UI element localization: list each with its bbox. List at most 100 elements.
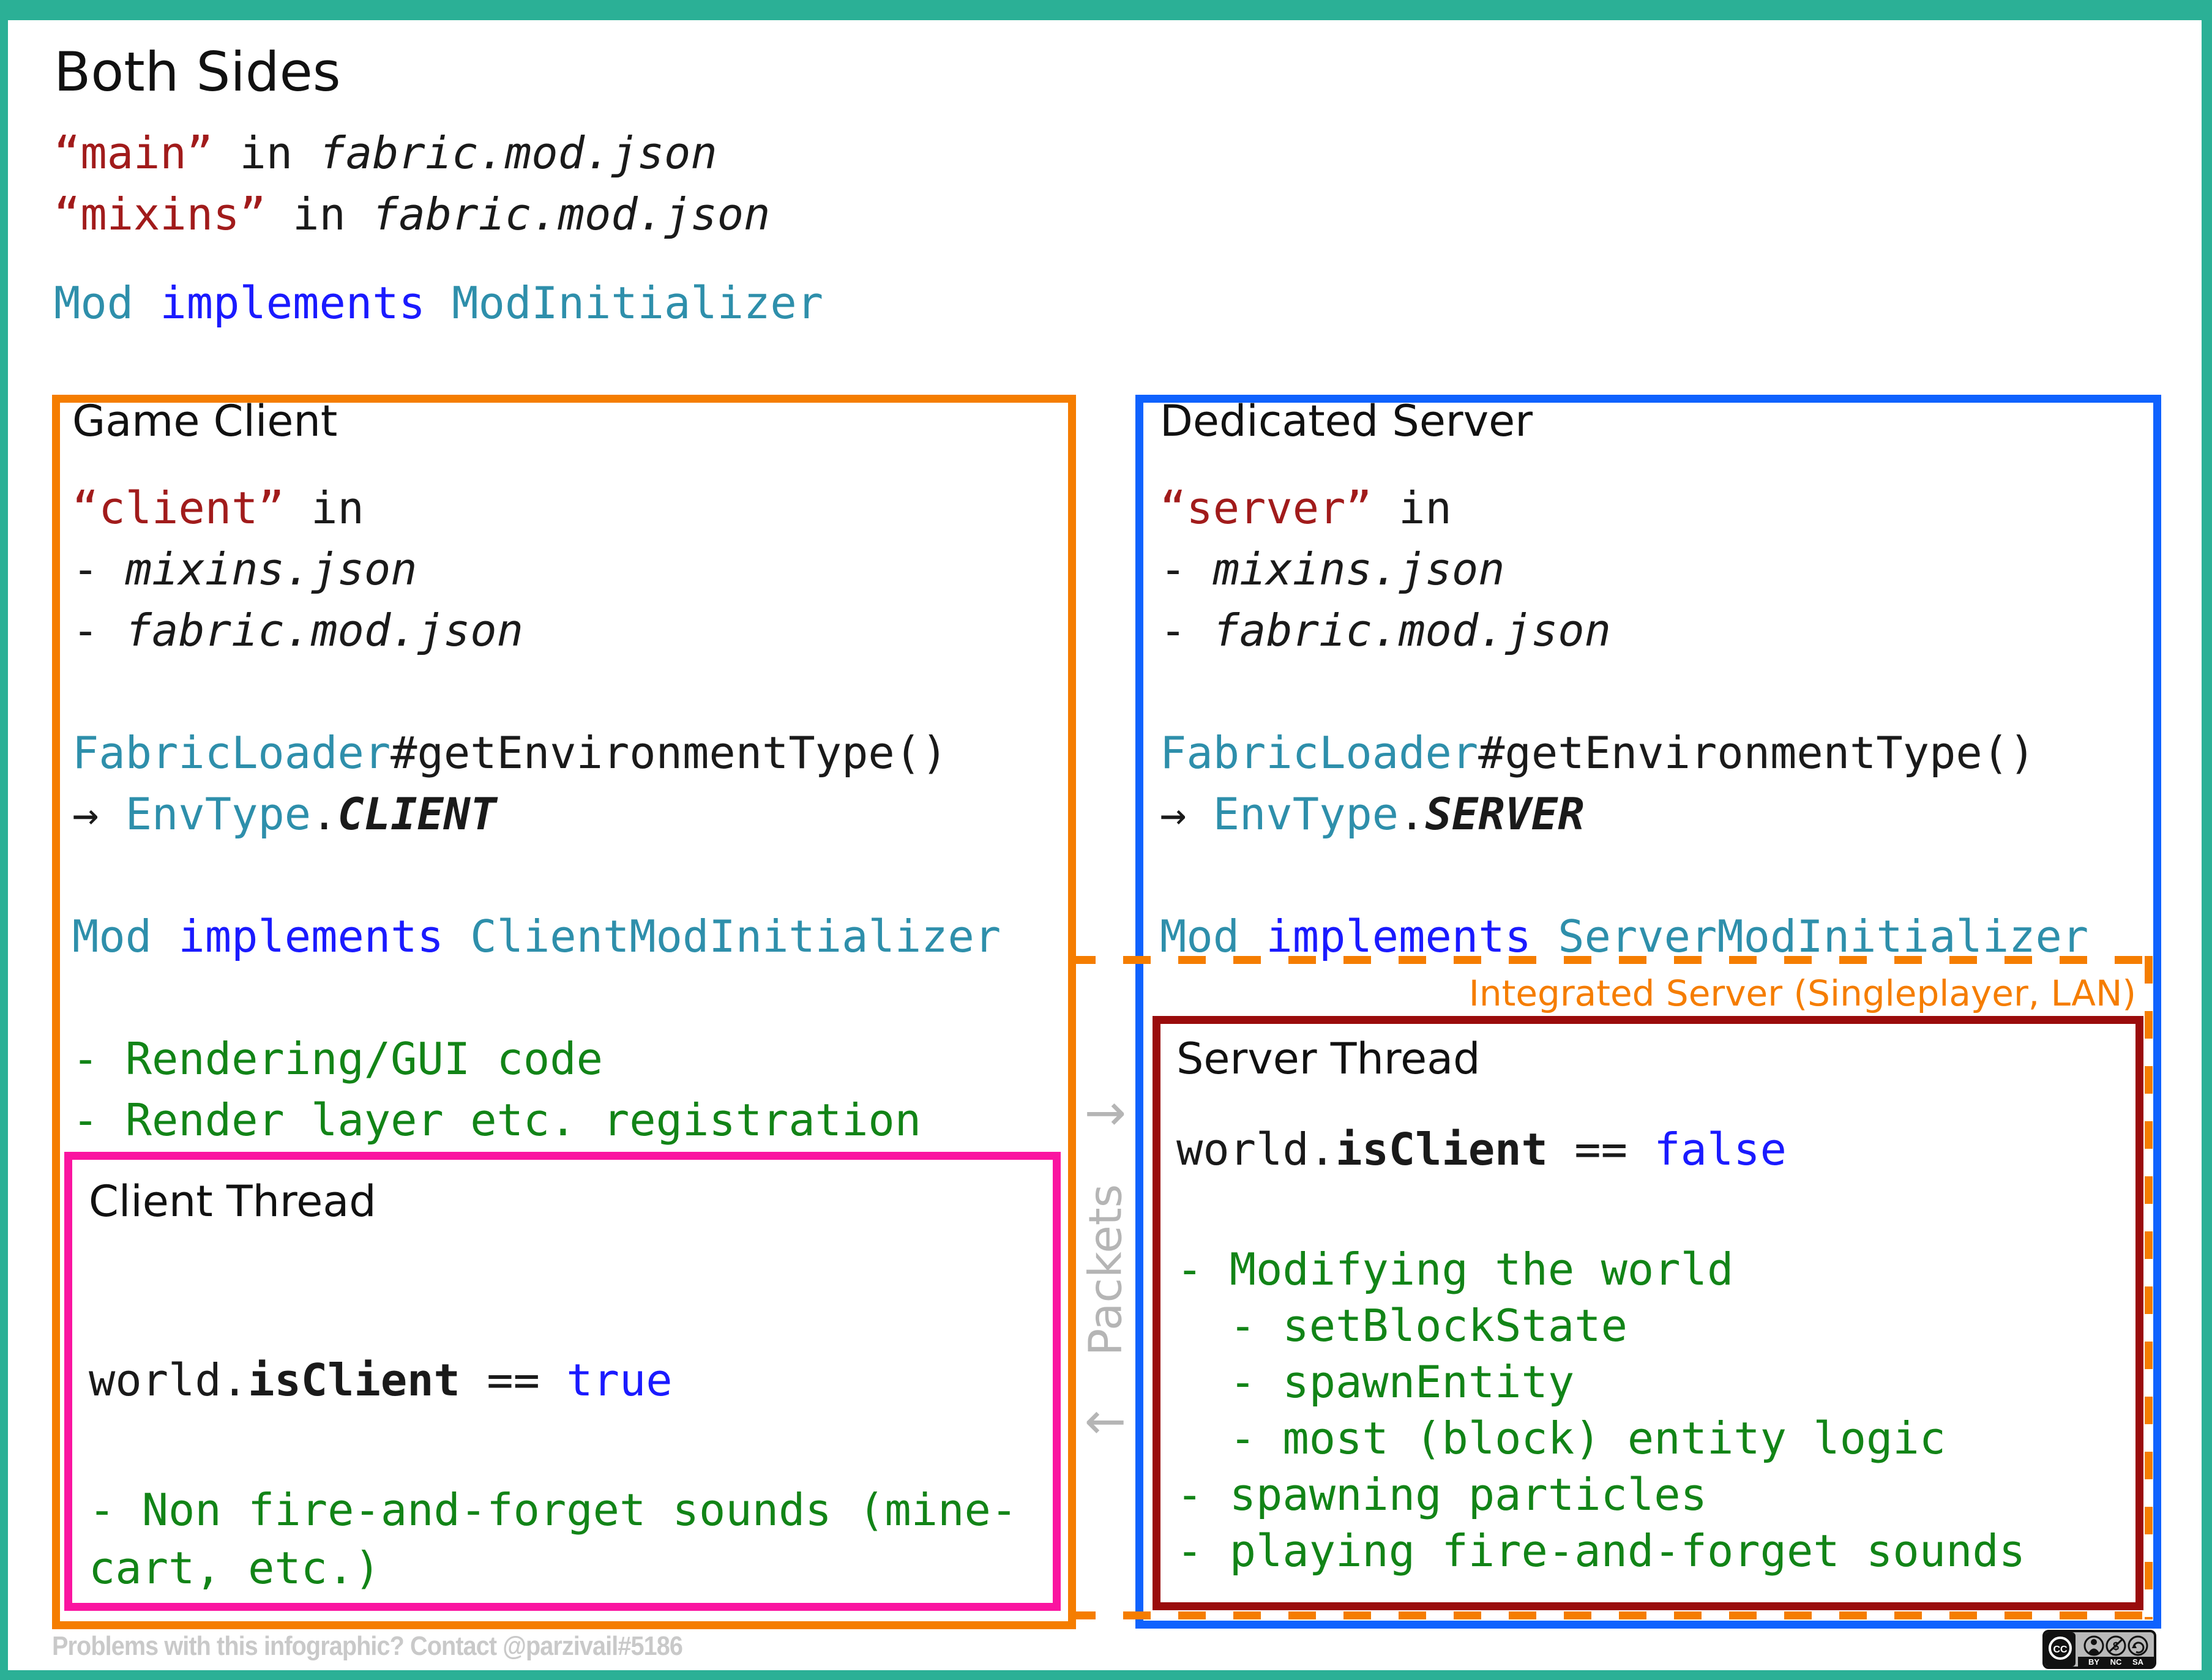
code-segment: - Non fire-and-forget sounds (mine- [89,1484,1018,1536]
code-segment: ModInitializer [452,277,824,329]
code-segment: false [1654,1124,1787,1175]
code-line: “client” in [72,477,1001,539]
code-line: “main” in fabric.mod.json [54,122,770,184]
page-title: Both Sides [54,40,341,103]
header-code: “main” in fabric.mod.json“mixins” in fab… [54,122,770,245]
code-segment: isClient [1336,1124,1548,1175]
code-segment: FabricLoader [72,727,391,778]
code-segment: fabric.mod.json [1212,605,1611,656]
footer-contact-note: Problems with this infographic? Contact … [52,1631,683,1661]
code-segment [133,277,160,329]
code-line [72,845,1001,906]
code-segment: world. [1176,1124,1336,1175]
integrated-server-label: Integrated Server (Singleplayer, LAN) [1468,973,2136,1014]
code-segment: implements [1266,911,1531,962]
server-thread-state: world.isClient == false [1176,1119,1787,1180]
by-person-icon [2083,1635,2104,1656]
code-segment: . [1399,788,1425,840]
code-segment: == [460,1354,567,1406]
code-segment: mixins.json [1212,543,1505,595]
by-label: BY [2088,1657,2099,1667]
code-segment: #getEnvironmentType() [390,727,948,778]
code-segment: #getEnvironmentType() [1478,727,2036,778]
code-segment: - most (block) entity logic [1176,1413,1946,1464]
code-segment: FabricLoader [1160,727,1479,778]
code-segment: - setBlockState [1176,1300,1627,1351]
code-line: - Rendering/GUI code [72,1028,1001,1089]
code-segment: in [266,189,373,240]
code-line: - playing fire-and-forget sounds [1176,1523,2025,1579]
code-segment: Mod [54,277,134,329]
code-line: - spawnEntity [1176,1354,2025,1410]
code-line: → EnvType.SERVER [1160,783,2088,845]
cc-license-badge-image: CC $ BY NC SA [2042,1630,2156,1669]
code-segment: world. [89,1354,248,1406]
code-line: - Non fire-and-forget sounds (mine- [89,1481,1017,1539]
code-segment: “server” [1160,482,1372,534]
code-line: - mixins.json [1160,539,2088,600]
packets-arrow-left-icon: ← [1084,1392,1127,1450]
code-segment: → [72,788,125,840]
code-segment: Mod [72,911,152,962]
code-line: FabricLoader#getEnvironmentType() [72,722,1001,783]
code-segment: - Render layer etc. registration [72,1094,922,1146]
client-thread-state: world.isClient == true [89,1350,673,1411]
code-line: - spawning particles [1176,1466,2025,1523]
dedicated-server-code: “server” in- mixins.json- fabric.mod.jso… [1160,477,2088,967]
code-segment: - [72,543,125,595]
client-thread-title: Client Thread [89,1176,376,1226]
code-line: - most (block) entity logic [1176,1410,2025,1466]
code-segment: fabric.mod.json [372,189,771,240]
code-line: Mod implements ServerModInitializer [1160,906,2088,967]
code-segment: EnvType [125,788,312,840]
integrated-server-dash-bottom [1068,1611,2153,1619]
code-line: FabricLoader#getEnvironmentType() [1160,722,2088,783]
code-segment: - playing fire-and-forget sounds [1176,1525,2026,1577]
code-line [72,967,1001,1028]
code-segment: fabric.mod.json [125,605,523,656]
integrated-server-dash-right [2145,956,2153,1619]
code-segment: implements [160,277,425,329]
code-segment: in [213,127,319,179]
code-segment: in [1372,482,1452,534]
code-segment [152,911,178,962]
code-segment: - Rendering/GUI code [72,1033,603,1085]
code-segment: CLIENT [337,788,497,840]
dedicated-server-title: Dedicated Server [1160,396,1533,446]
code-line: - fabric.mod.json [72,600,1001,661]
code-line: → EnvType.CLIENT [72,783,1001,845]
code-segment: . [311,788,338,840]
game-client-title: Game Client [72,396,338,446]
code-segment: “client” [72,482,285,534]
code-segment: == [1547,1124,1654,1175]
code-segment: in [284,482,364,534]
code-line [72,661,1001,722]
code-segment: “main” [54,127,214,179]
cc-icon-label: CC [2053,1645,2068,1655]
code-line: - mixins.json [72,539,1001,600]
header-mod-line: Mod implements ModInitializer [54,272,823,334]
code-segment: Mod [1160,911,1240,962]
integrated-server-dash-top [1068,956,2153,964]
code-segment: - [72,605,125,656]
cc-license-badge: CC $ BY NC SA [2042,1630,2156,1671]
code-segment: - Modifying the world [1176,1244,1734,1295]
server-thread-title: Server Thread [1176,1034,1481,1084]
code-segment: “mixins” [54,189,266,240]
code-segment [1239,911,1266,962]
client-thread-notes: - Non fire-and-forget sounds (mine-cart,… [89,1481,1017,1597]
code-line: “server” in [1160,477,2088,539]
code-segment: isClient [248,1354,460,1406]
server-thread-box [1153,1016,2143,1610]
game-client-code: “client” in- mixins.json- fabric.mod.jso… [72,477,1001,1151]
code-segment [1531,911,1558,962]
nc-label: NC [2110,1657,2122,1667]
client-thread-box [64,1152,1061,1611]
sa-label: SA [2132,1657,2144,1667]
code-line: cart, etc.) [89,1539,1017,1597]
code-segment: true [566,1354,673,1406]
packets-label-text: Packets [1079,1184,1132,1356]
code-line: - Render layer etc. registration [72,1089,1001,1151]
code-segment: → [1160,788,1213,840]
server-thread-notes: - Modifying the world - setBlockState - … [1176,1241,2025,1579]
